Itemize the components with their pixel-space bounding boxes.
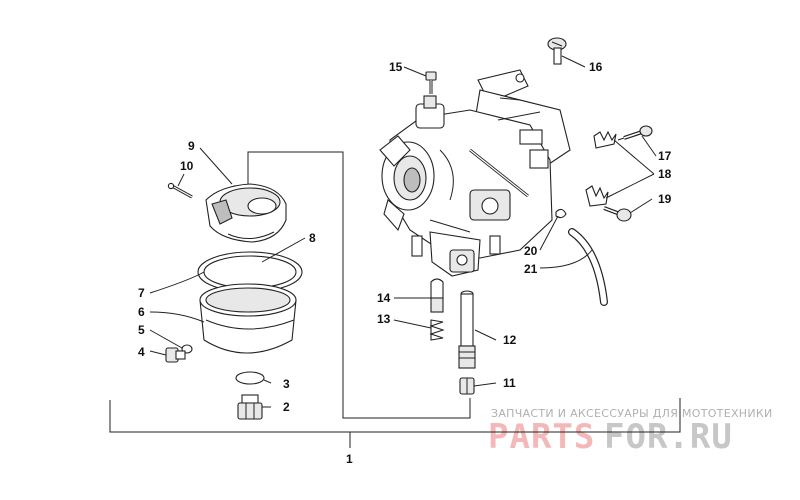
callout-6: 6 [138,305,145,319]
part-10-screw [167,182,193,199]
part-9-float [205,183,287,243]
callout-17: 17 [658,149,672,163]
watermark-brand-left: PARTS [488,417,595,457]
part-13-spring [429,319,445,341]
callout-12: 12 [503,333,517,347]
callout-2: 2 [283,400,290,414]
callout-21: 21 [524,262,538,276]
carburetor-body [379,69,571,277]
part-15-screw [425,71,437,94]
part-18-springs [585,130,617,207]
part-16-screw [547,37,567,65]
watermark-tagline: ЗАПЧАСТИ И АКСЕССУАРЫ ДЛЯ МОТОТЕХНИКИ [491,407,773,420]
callout-5: 5 [138,323,145,337]
callout-19: 19 [658,192,672,206]
leader-lines [149,55,657,448]
callout-13: 13 [377,312,391,326]
watermark-brand-right: FOR.RU [604,417,733,457]
part-11-main-jet [459,377,475,395]
callout-1: 1 [346,452,353,466]
part-17-pilot-screw [617,125,653,141]
part-4-drain-screw [165,347,186,363]
part-2-bolt [237,394,263,420]
part-19-idle-screw [603,206,632,222]
callout-numbers: 1 2 3 4 5 6 7 8 9 10 11 12 13 14 15 16 1… [138,60,672,466]
callout-10: 10 [180,159,194,173]
callout-7: 7 [138,286,145,300]
part-21-hose [568,228,608,306]
part-12-emulsion-tube [458,290,476,369]
part-20-clip [555,208,567,219]
callout-11: 11 [503,376,516,390]
part-6-float-bowl [199,283,297,354]
callout-14: 14 [377,291,391,305]
callout-9: 9 [188,139,195,153]
watermark: ЗАПЧАСТИ И АКСЕССУАРЫ ДЛЯ МОТОТЕХНИКИ PA… [488,407,773,457]
callout-4: 4 [138,345,145,359]
callout-20: 20 [524,244,538,258]
part-3-o-ring [235,371,265,385]
callout-16: 16 [589,60,603,74]
callout-3: 3 [283,377,290,391]
part-14-jet-needle [430,278,444,313]
callout-8: 8 [309,231,316,245]
callout-18: 18 [658,167,672,181]
callout-15: 15 [389,60,403,74]
